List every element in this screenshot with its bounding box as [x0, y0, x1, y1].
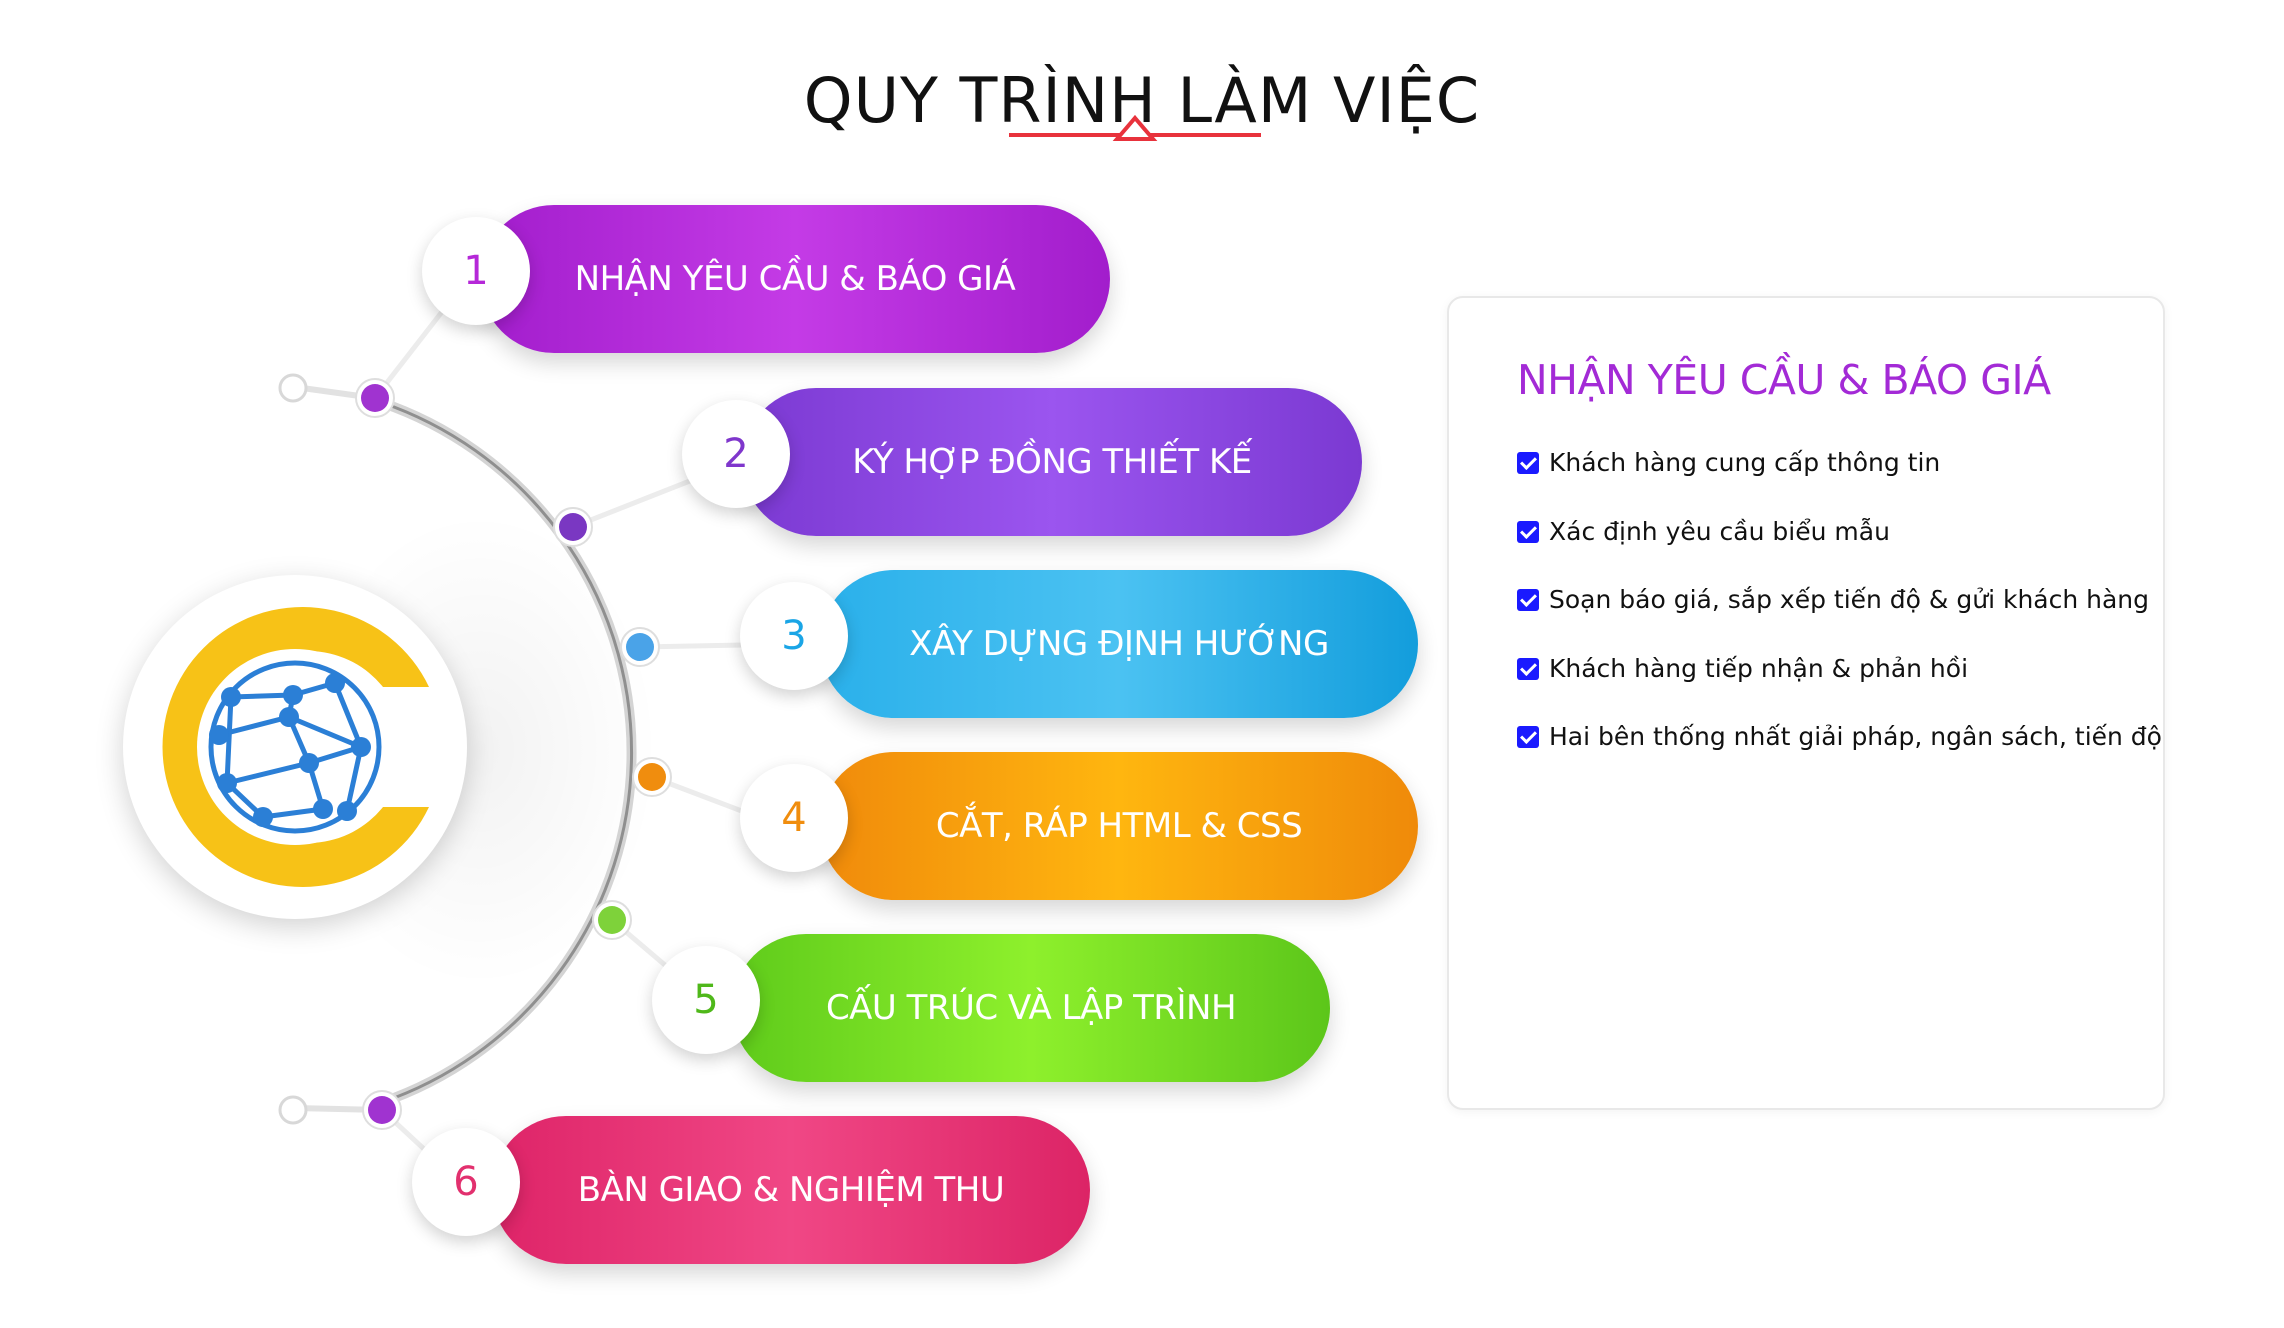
step-1-label: NHẬN YÊU CẦU & BÁO GIÁ [574, 259, 1016, 299]
step-4-pill[interactable]: CẮT, RÁP HTML & CSS [820, 752, 1418, 900]
checklist-item-text: Hai bên thống nhất giải pháp, ngân sách,… [1549, 722, 2162, 751]
panel-checklist: Khách hàng cung cấp thông tin Xác định y… [1517, 448, 2162, 791]
step-3-pill[interactable]: XÂY DỰNG ĐỊNH HƯỚNG [820, 570, 1418, 718]
step-4-number: 4 [740, 764, 848, 872]
step-5-number: 5 [652, 946, 760, 1054]
step-1[interactable]: NHẬN YÊU CẦU & BÁO GIÁ 1 [422, 205, 1110, 353]
checkbox-checked-icon [1517, 726, 1539, 748]
arc-end-top [278, 373, 308, 403]
arc-dot-4 [632, 757, 672, 797]
checkbox-checked-icon [1517, 520, 1539, 543]
step-5-pill[interactable]: CẤU TRÚC VÀ LẬP TRÌNH [732, 934, 1330, 1082]
arc-dot-5 [592, 900, 632, 940]
step-5[interactable]: CẤU TRÚC VÀ LẬP TRÌNH 5 [652, 934, 1330, 1082]
checklist-item-text: Xác định yêu cầu biểu mẫu [1549, 516, 1890, 546]
arc-dot-2 [553, 507, 593, 547]
step-4[interactable]: CẮT, RÁP HTML & CSS 4 [740, 752, 1418, 900]
step-1-number: 1 [422, 217, 530, 325]
arc-dot-3 [620, 627, 660, 667]
checklist-item: Xác định yêu cầu biểu mẫu [1517, 517, 2162, 586]
checkbox-checked-icon [1517, 657, 1539, 680]
checklist-item: Khách hàng tiếp nhận & phản hồi [1517, 654, 2162, 723]
arc-dot-1 [355, 378, 395, 418]
arc-dot-6 [362, 1090, 402, 1130]
panel-title: NHẬN YÊU CẦU & BÁO GIÁ [1517, 356, 2051, 404]
checklist-item: Hai bên thống nhất giải pháp, ngân sách,… [1517, 722, 2162, 791]
step-6-number: 6 [412, 1128, 520, 1236]
step-2-pill[interactable]: KÝ HỢP ĐỒNG THIẾT KẾ [742, 388, 1362, 536]
step-6-label: BÀN GIAO & NGHIỆM THU [577, 1170, 1005, 1210]
title-divider [1009, 114, 1261, 141]
checklist-item-text: Khách hàng tiếp nhận & phản hồi [1549, 653, 1969, 683]
step-6[interactable]: BÀN GIAO & NGHIỆM THU 6 [412, 1116, 1090, 1264]
step-2[interactable]: KÝ HỢP ĐỒNG THIẾT KẾ 2 [682, 388, 1362, 536]
step-5-label: CẤU TRÚC VÀ LẬP TRÌNH [825, 988, 1237, 1028]
globe-network-icon [162, 607, 429, 887]
checklist-item-text: Soạn báo giá, sắp xếp tiến độ & gửi khác… [1549, 585, 2150, 614]
checklist-item: Soạn báo giá, sắp xếp tiến độ & gửi khác… [1517, 585, 2162, 654]
step-1-pill[interactable]: NHẬN YÊU CẦU & BÁO GIÁ [480, 205, 1110, 353]
step-4-label: CẮT, RÁP HTML & CSS [935, 806, 1303, 846]
checklist-item: Khách hàng cung cấp thông tin [1517, 448, 2162, 517]
logo [123, 575, 467, 919]
checklist-item-text: Khách hàng cung cấp thông tin [1549, 448, 1941, 477]
step-6-pill[interactable]: BÀN GIAO & NGHIỆM THU [492, 1116, 1090, 1264]
checkbox-checked-icon [1517, 589, 1539, 611]
step-3-number: 3 [740, 582, 848, 690]
step-2-number: 2 [682, 400, 790, 508]
arc-end-bottom [278, 1095, 308, 1125]
checkbox-checked-icon [1517, 452, 1539, 474]
step-3-label: XÂY DỰNG ĐỊNH HƯỚNG [909, 624, 1329, 664]
step-3[interactable]: XÂY DỰNG ĐỊNH HƯỚNG 3 [740, 570, 1418, 718]
step-detail-panel: NHẬN YÊU CẦU & BÁO GIÁ Khách hàng cung c… [1447, 296, 2165, 1110]
step-2-label: KÝ HỢP ĐỒNG THIẾT KẾ [852, 442, 1252, 482]
triangle-icon [1112, 114, 1158, 141]
